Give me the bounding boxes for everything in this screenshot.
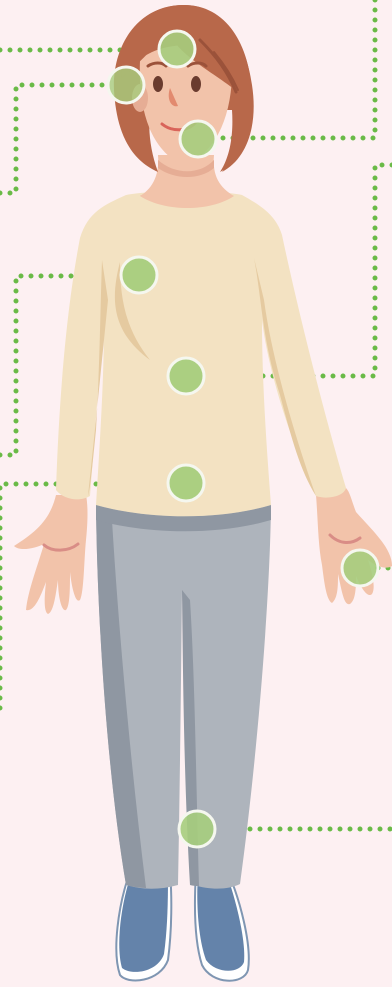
hotspot-abdomen[interactable] xyxy=(168,358,204,394)
hotspot-knee[interactable] xyxy=(179,811,215,847)
hotspot-waist[interactable] xyxy=(168,465,204,501)
hotspot-head-side[interactable] xyxy=(108,67,144,103)
shoes xyxy=(116,872,248,981)
hotspot-left-hand[interactable] xyxy=(342,550,378,586)
connector-head-side xyxy=(0,85,110,193)
hotspot-chin[interactable] xyxy=(180,121,216,157)
sweater xyxy=(56,191,346,516)
hotspot-head-top[interactable] xyxy=(159,31,195,67)
hotspot-chest[interactable] xyxy=(121,257,157,293)
